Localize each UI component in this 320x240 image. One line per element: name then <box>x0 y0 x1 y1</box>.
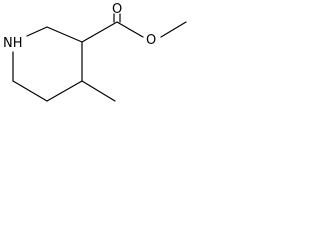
bond-c3-carbonyl-carbon <box>81 21 118 43</box>
bond-carbonyl-to-ester-oxygen <box>116 21 144 38</box>
chemical-structure: NH O O <box>3 2 187 102</box>
bond-c4-methyl <box>81 80 116 102</box>
ester-oxygen-label: O <box>146 33 156 48</box>
bond-c5-c6 <box>12 80 48 102</box>
bond-ester-oxygen-to-methyl <box>160 21 187 38</box>
bond-c2-c3 <box>46 26 83 43</box>
carbonyl-oxygen-label: O <box>112 2 122 17</box>
bond-n1-c2 <box>26 26 48 37</box>
ring-nitrogen-label: NH <box>3 36 23 51</box>
bond-c4-c5 <box>46 80 83 102</box>
